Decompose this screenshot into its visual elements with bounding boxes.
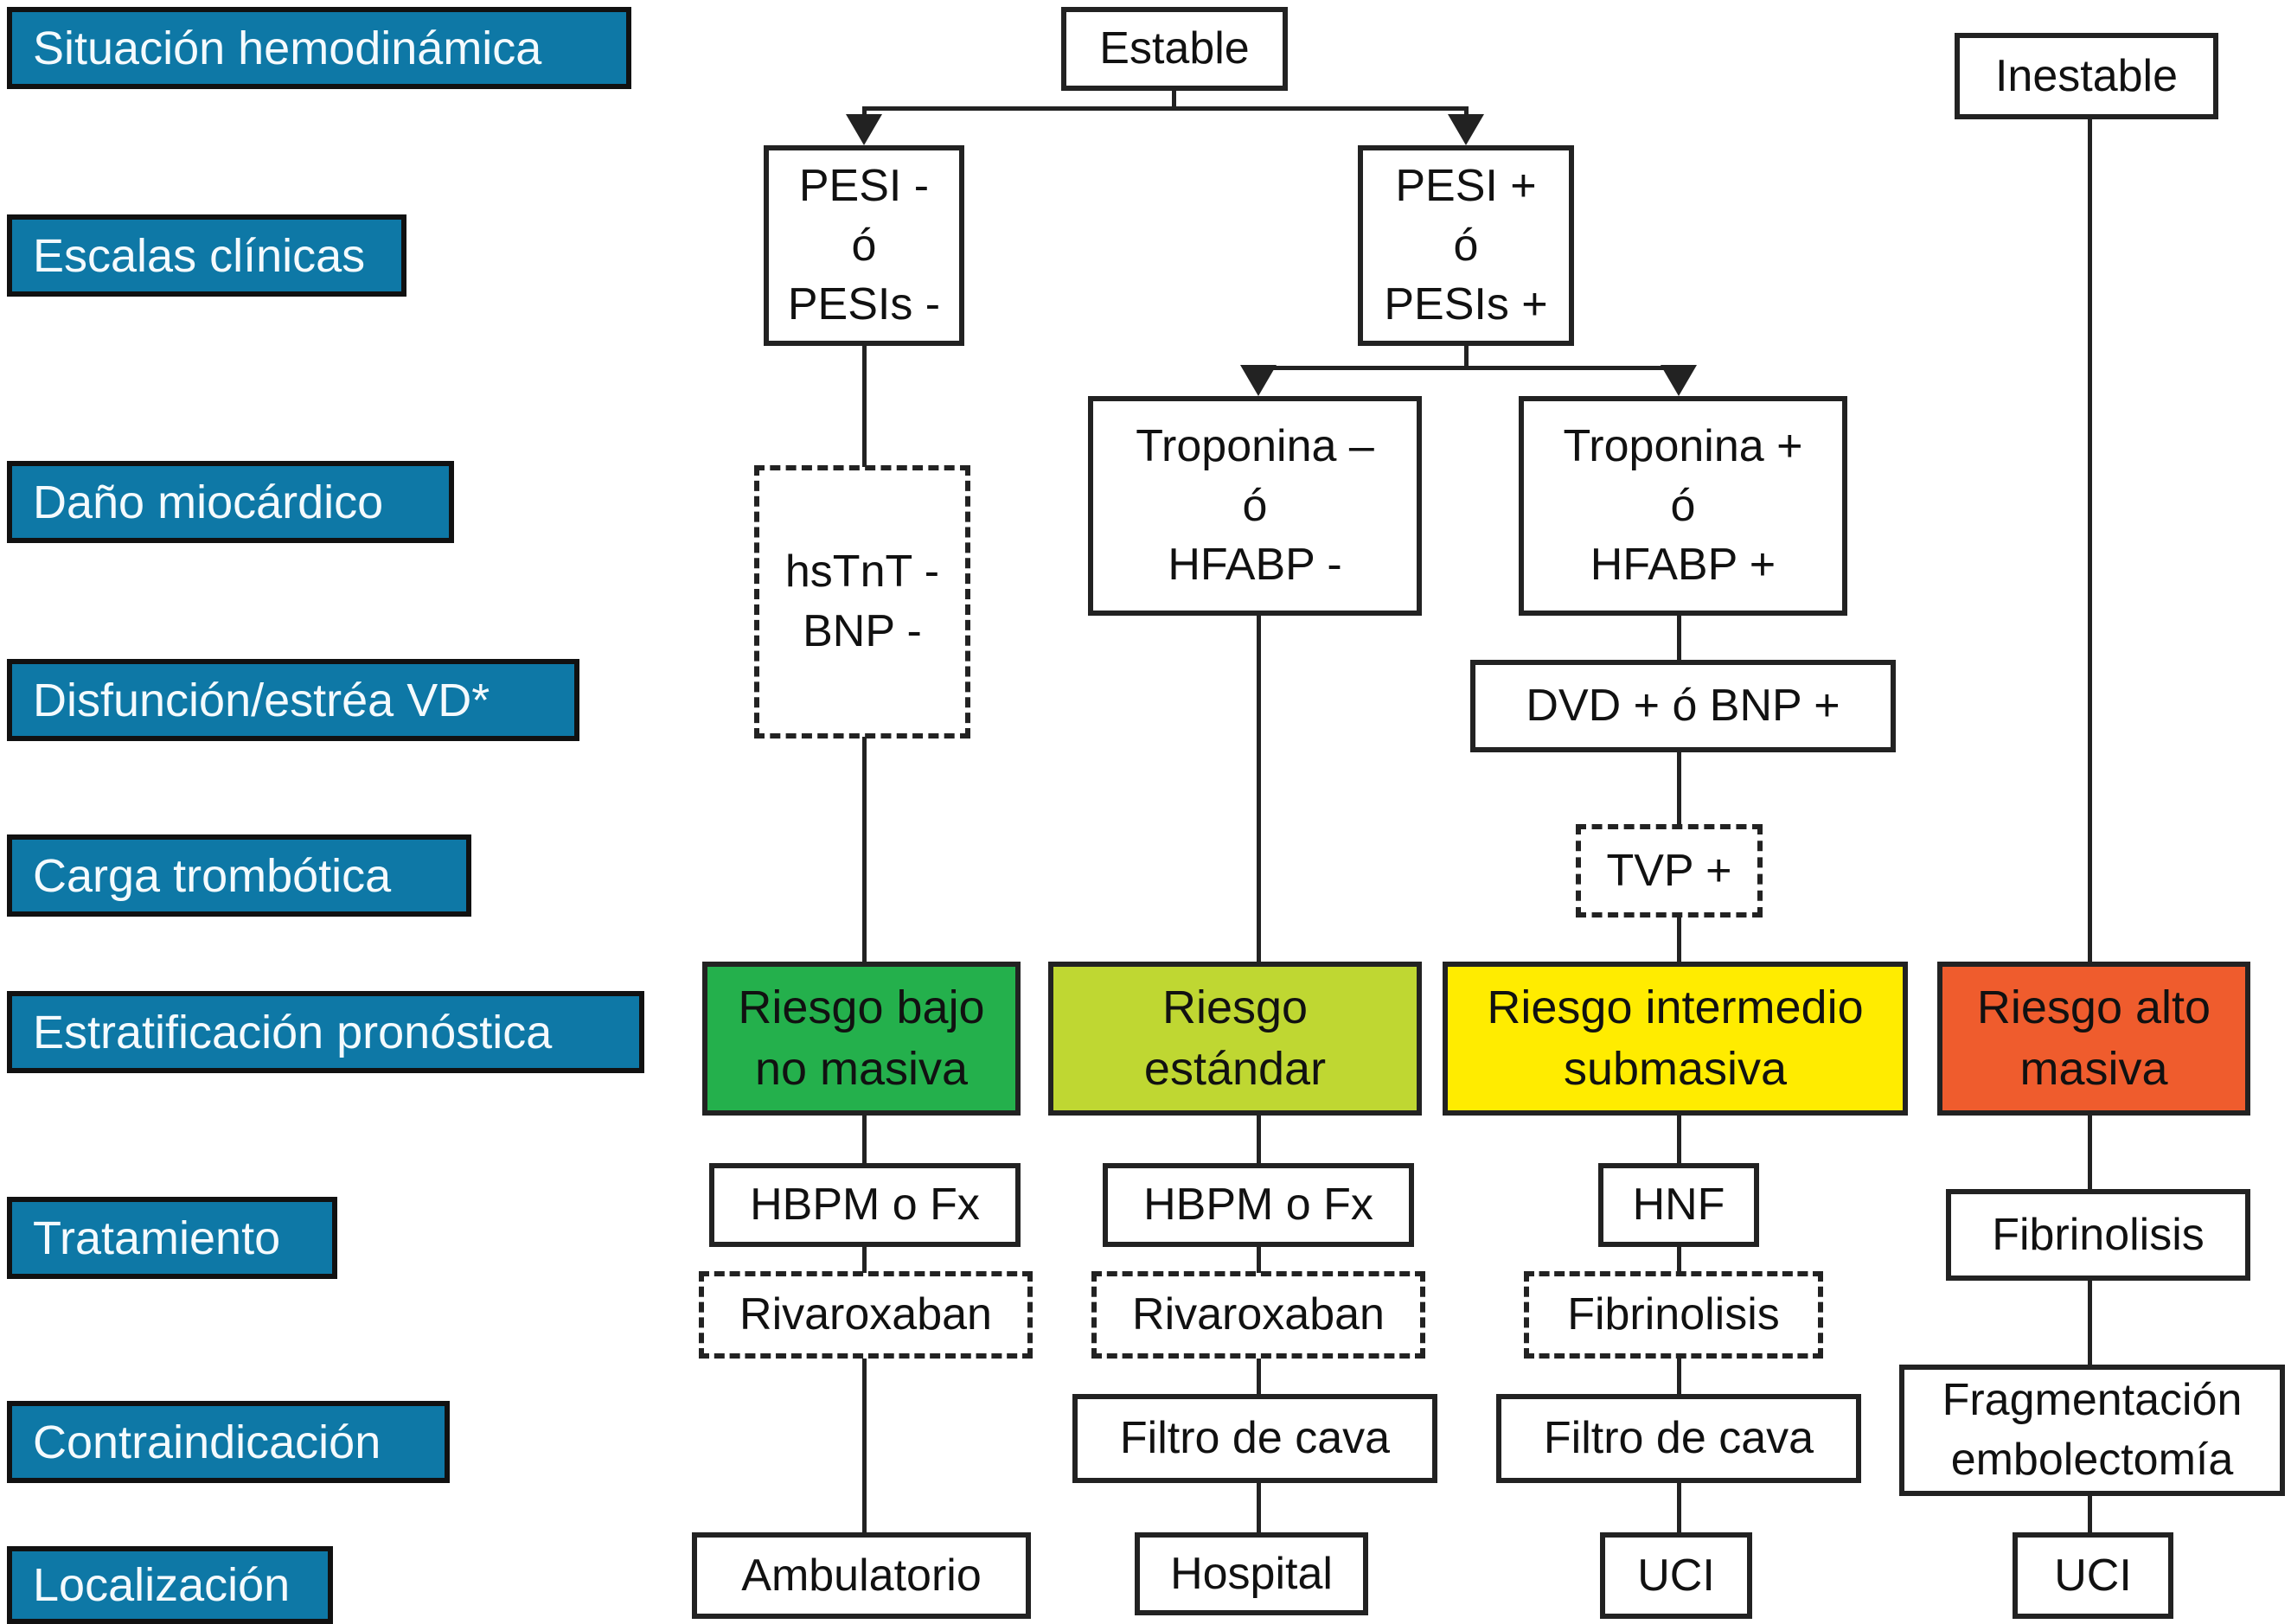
connector-riesgo-alto-to-fibrinolisis: [2088, 1116, 2092, 1191]
connector-riesgo-intermedio-to-hnf: [1677, 1116, 1681, 1165]
node-hospital: Hospital: [1135, 1532, 1368, 1615]
node-ambulatorio: Ambulatorio: [692, 1532, 1031, 1619]
node-hnf: HNF: [1598, 1163, 1759, 1247]
row-label-estratificacion-pronostica: Estratificación pronóstica: [7, 991, 644, 1073]
connector-filtro-to-uci-1: [1677, 1481, 1681, 1534]
connector-riesgo-estandar-to-hbpm: [1257, 1116, 1261, 1165]
connector-estable-stem: [1172, 89, 1176, 110]
node-uci-intermedio: UCI: [1600, 1532, 1752, 1619]
node-filtro-cava-2: Filtro de cava: [1496, 1394, 1861, 1483]
connector-troponina-neg-to-riesgo-estandar: [1257, 614, 1261, 963]
node-troponina-negative: Troponina – ó HFABP -: [1088, 396, 1422, 616]
row-label-disfuncion-vd: Disfunción/estréa VD*: [7, 659, 579, 741]
arrow-down-icon: [1240, 365, 1277, 396]
node-estable: Estable: [1061, 7, 1288, 91]
node-riesgo-bajo: Riesgo bajo no masiva: [702, 962, 1021, 1116]
arrow-down-icon: [846, 114, 882, 145]
connector-fibrinolisis-to-fragmentacion: [2088, 1279, 2092, 1366]
node-inestable: Inestable: [1955, 33, 2218, 119]
row-label-contraindicacion: Contraindicación: [7, 1401, 450, 1483]
connector-hbpm-to-rivaroxaban-2: [1257, 1247, 1261, 1273]
node-hstnt-bnp-negative: hsTnT - BNP -: [754, 465, 970, 738]
node-pesi-negative: PESI - ó PESIs -: [764, 145, 964, 346]
node-riesgo-intermedio: Riesgo intermedio submasiva: [1443, 962, 1908, 1116]
connector-filtro-to-hospital: [1257, 1481, 1261, 1534]
connector-hstnt-to-riesgo-bajo: [862, 737, 867, 963]
node-rivaroxaban-2: Rivaroxaban: [1091, 1271, 1425, 1359]
connector-riesgo-bajo-to-hbpm: [862, 1116, 867, 1165]
node-fibrinolisis-dashed: Fibrinolisis: [1524, 1271, 1823, 1359]
connector-estable-left-stem: [862, 106, 867, 118]
connector-hbpm-to-rivaroxaban-1: [862, 1247, 867, 1273]
node-fibrinolisis-inestable: Fibrinolisis: [1946, 1189, 2250, 1281]
connector-dvd-to-tvp: [1677, 751, 1681, 826]
arrow-down-icon: [1448, 114, 1484, 145]
node-hbpm-fx-2: HBPM o Fx: [1103, 1163, 1414, 1247]
node-rivaroxaban-1: Rivaroxaban: [699, 1271, 1033, 1359]
row-label-localizacion: Localización: [7, 1546, 333, 1624]
arrow-down-icon: [1661, 365, 1697, 396]
row-label-tratamiento: Tratamiento: [7, 1197, 337, 1279]
connector-estable-right-stem: [1464, 106, 1469, 118]
connector-fibrinolisis-to-filtro-2: [1677, 1359, 1681, 1396]
connector-troponina-pos-to-dvd: [1677, 614, 1681, 662]
node-dvd-bnp-positive: DVD + ó BNP +: [1470, 660, 1896, 752]
node-hbpm-fx-1: HBPM o Fx: [709, 1163, 1021, 1247]
connector-rivaroxaban-to-ambulatorio: [862, 1359, 867, 1534]
connector-rivaroxaban-to-filtro-1: [1257, 1359, 1261, 1396]
connector-pesi-pos-branch: [1257, 366, 1680, 370]
node-fragmentacion-embolectomia: Fragmentación embolectomía: [1899, 1365, 2285, 1496]
node-tvp-positive: TVP +: [1576, 824, 1763, 917]
row-label-escalas-clinicas: Escalas clínicas: [7, 214, 406, 297]
node-riesgo-estandar: Riesgo estándar: [1048, 962, 1422, 1116]
connector-pesi-neg-to-hstnt: [862, 346, 867, 467]
row-label-dano-miocardico: Daño miocárdico: [7, 461, 454, 543]
node-riesgo-alto: Riesgo alto masiva: [1937, 962, 2250, 1116]
row-label-carga-trombotica: Carga trombótica: [7, 834, 471, 917]
node-uci-inestable: UCI: [2013, 1532, 2173, 1619]
row-label-situacion-hemodinamica: Situación hemodinámica: [7, 7, 631, 89]
connector-hnf-to-fibrinolisis: [1677, 1247, 1681, 1273]
node-pesi-positive: PESI + ó PESIs +: [1358, 145, 1574, 346]
connector-pesi-pos-stem: [1464, 346, 1469, 370]
connector-inestable-to-riesgo-alto: [2088, 118, 2092, 963]
node-filtro-cava-1: Filtro de cava: [1072, 1394, 1437, 1483]
connector-tvp-to-riesgo-intermedio: [1677, 916, 1681, 963]
connector-estable-branch: [862, 106, 1469, 111]
connector-fragmentacion-to-uci-2: [2088, 1494, 2092, 1534]
node-troponina-positive: Troponina + ó HFABP +: [1519, 396, 1847, 616]
